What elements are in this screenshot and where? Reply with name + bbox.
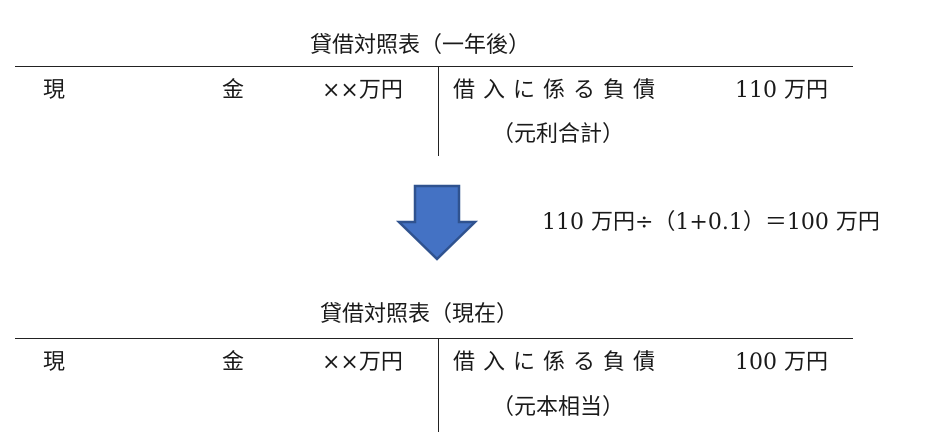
balance-sheet-title-after: 貸借対照表（現在）	[320, 302, 519, 327]
asset-amount-cash: ××万円	[322, 350, 403, 375]
asset-amount-cash: ××万円	[322, 78, 403, 103]
balance-sheet-divider-before	[438, 66, 439, 156]
liability-note: （元本相当）	[492, 395, 625, 420]
liability-label: 借入に係る負債	[453, 350, 664, 375]
liability-amount: 110 万円	[735, 78, 828, 103]
balance-sheet-divider-after	[438, 338, 439, 432]
asset-label-cash-2: 金	[222, 350, 245, 375]
asset-label-cash-2: 金	[222, 78, 245, 103]
liability-amount: 100 万円	[735, 350, 828, 375]
asset-label-cash-1: 現	[43, 350, 66, 375]
discount-calculation: 110 万円÷（1+0.1）＝100 万円	[542, 210, 880, 235]
balance-sheet-rule-after	[15, 338, 853, 339]
down-arrow-icon	[395, 184, 479, 261]
liability-note: （元利合計）	[492, 122, 625, 147]
balance-sheet-rule-before	[15, 66, 853, 67]
balance-sheet-title-before: 貸借対照表（一年後）	[310, 33, 531, 58]
liability-label: 借入に係る負債	[453, 78, 664, 103]
asset-label-cash-1: 現	[43, 78, 66, 103]
